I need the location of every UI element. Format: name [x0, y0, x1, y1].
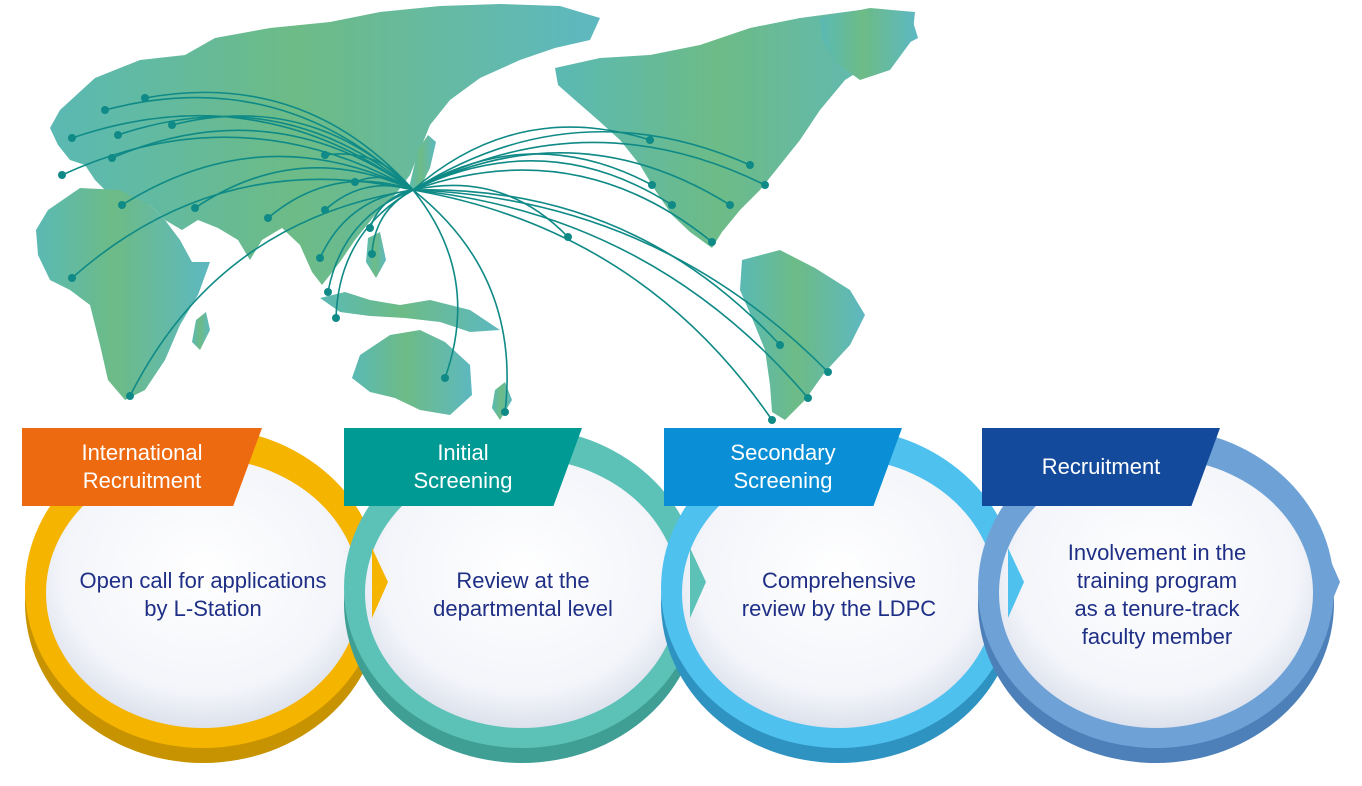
- route-line: [412, 131, 751, 191]
- origin-dot: [746, 161, 754, 169]
- arrow-tip-2: [690, 548, 706, 618]
- origin-dot: [191, 204, 199, 212]
- origin-dot: [101, 106, 109, 114]
- origin-dot: [668, 201, 676, 209]
- origin-dot: [324, 288, 332, 296]
- route-line: [144, 91, 414, 191]
- route-line: [129, 189, 414, 397]
- route-line: [327, 189, 414, 293]
- ring-secondary-screening: [661, 428, 1017, 763]
- origin-dot: [804, 394, 812, 402]
- origin-dot: [648, 181, 656, 189]
- origin-dot: [141, 94, 149, 102]
- ring-international-recruitment: [25, 428, 385, 763]
- africa-landmass: [36, 188, 210, 400]
- route-line: [412, 189, 829, 373]
- origin-dot: [332, 314, 340, 322]
- route-line: [354, 176, 414, 191]
- route-line: [412, 152, 731, 206]
- route-line: [412, 189, 459, 379]
- philippines-landmass: [366, 232, 386, 278]
- route-line: [267, 180, 414, 219]
- indonesia-landmass: [320, 292, 500, 332]
- australia-landmass: [352, 330, 472, 415]
- route-line: [412, 169, 713, 243]
- origin-dot: [824, 368, 832, 376]
- origin-dot: [726, 201, 734, 209]
- japan-landmass: [408, 135, 436, 192]
- route-line: [121, 155, 414, 206]
- origin-dot: [761, 181, 769, 189]
- origin-dot: [368, 250, 376, 258]
- madagascar-landmass: [192, 312, 210, 350]
- origin-dot: [68, 274, 76, 282]
- origin-dot: [58, 171, 66, 179]
- route-line: [71, 114, 414, 191]
- route-line: [412, 189, 773, 421]
- origin-dot: [68, 134, 76, 142]
- arrow-tip-1: [372, 548, 388, 618]
- route-line: [412, 141, 766, 191]
- continents: [36, 4, 918, 420]
- greenland-landmass: [820, 8, 915, 80]
- arrow-tip-3: [1008, 548, 1024, 618]
- route-line: [324, 153, 414, 191]
- origin-points: [58, 94, 832, 424]
- origin-dot: [441, 374, 449, 382]
- origin-dot: [366, 224, 374, 232]
- origin-dot: [501, 408, 509, 416]
- origin-dot: [321, 206, 329, 214]
- route-line: [71, 178, 414, 279]
- origin-dot: [351, 178, 359, 186]
- recruitment-routes: [61, 91, 829, 421]
- south-america-landmass: [740, 250, 865, 420]
- origin-dot: [646, 136, 654, 144]
- north-america-landmass: [555, 10, 918, 248]
- origin-dot: [168, 121, 176, 129]
- ring-recruitment: [978, 428, 1334, 763]
- route-line: [412, 189, 809, 399]
- route-line: [412, 184, 569, 238]
- route-line: [117, 115, 414, 191]
- route-line: [412, 189, 508, 413]
- route-line: [111, 129, 414, 191]
- process-rings: [25, 428, 1340, 763]
- arrow-tip-4: [1325, 548, 1340, 618]
- origin-dot: [126, 392, 134, 400]
- origin-dot: [108, 154, 116, 162]
- route-line: [412, 160, 673, 206]
- origin-dot: [768, 416, 776, 424]
- origin-dot: [316, 254, 324, 262]
- origin-dot: [321, 151, 329, 159]
- origin-dot: [776, 341, 784, 349]
- origin-dot: [118, 201, 126, 209]
- route-line: [335, 189, 414, 319]
- origin-dot: [114, 131, 122, 139]
- origin-dot: [708, 238, 716, 246]
- ring-initial-screening: [344, 428, 700, 763]
- route-line: [412, 189, 781, 346]
- origin-dot: [564, 233, 572, 241]
- route-line: [412, 153, 653, 191]
- origin-dot: [264, 214, 272, 222]
